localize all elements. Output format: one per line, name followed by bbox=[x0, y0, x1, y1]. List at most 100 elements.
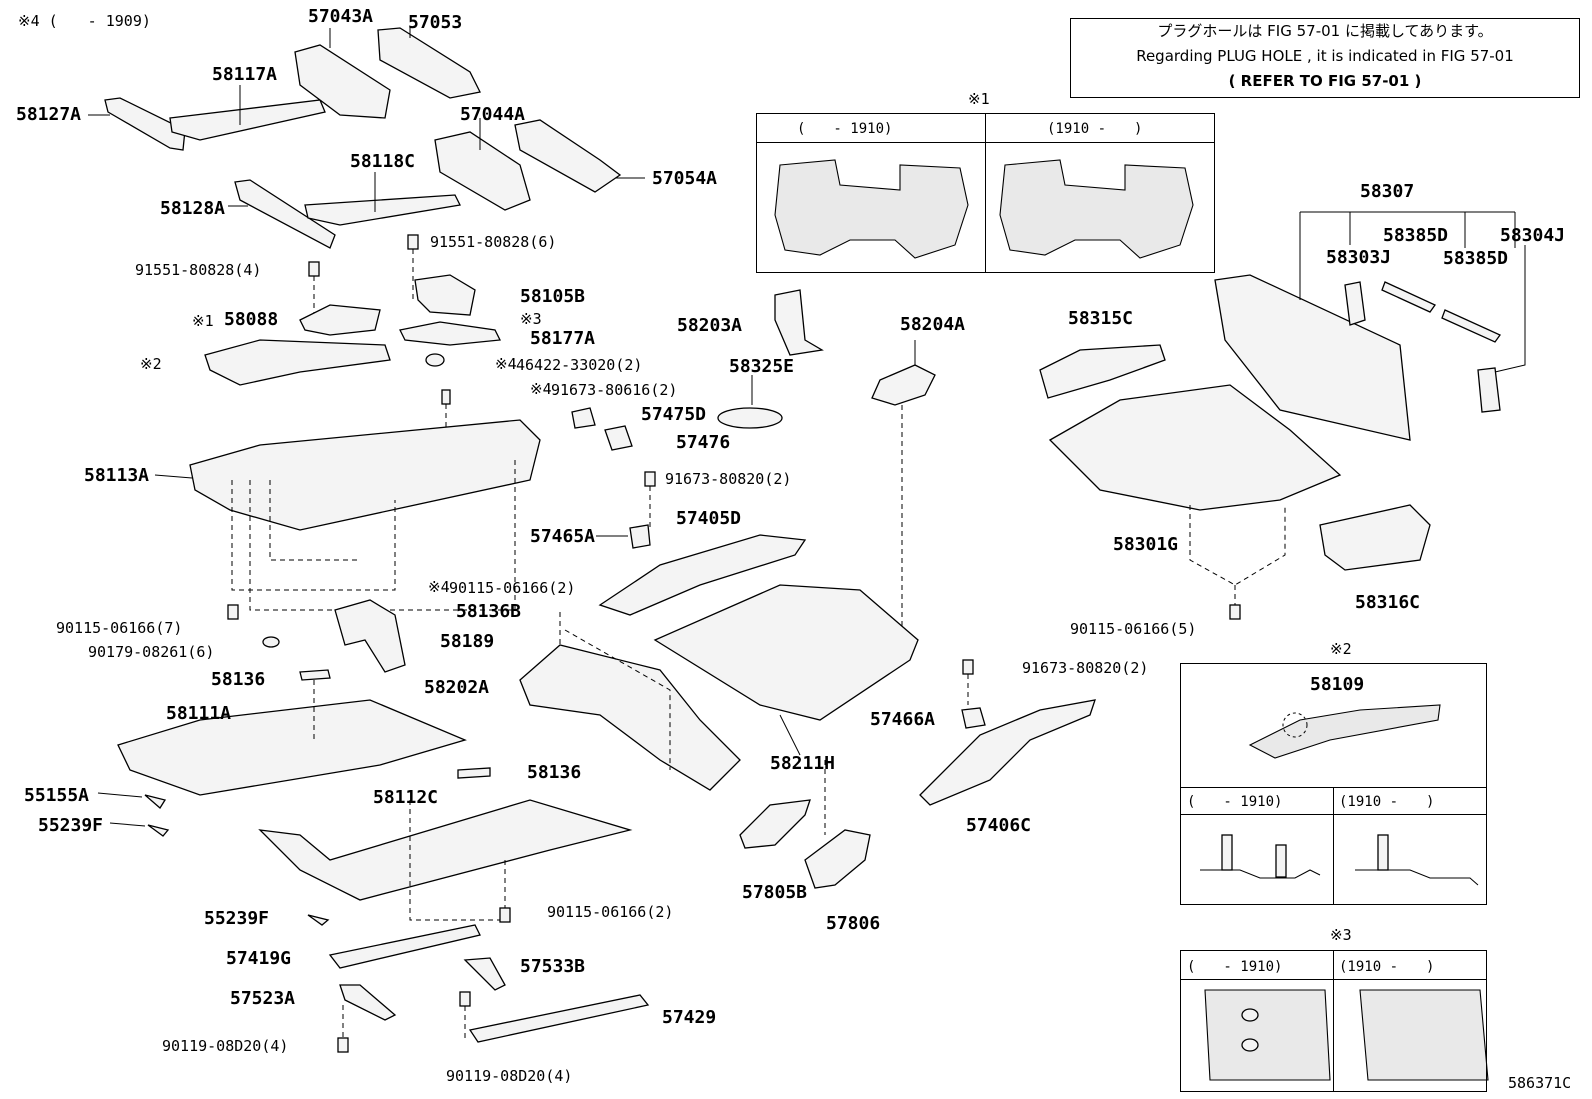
part-label-58117A[interactable]: 58117A bbox=[212, 64, 278, 85]
note-line-2: Regarding PLUG HOLE , it is indicated in… bbox=[1136, 47, 1514, 65]
part-label-57044A[interactable]: 57044A bbox=[460, 104, 526, 125]
part-label-90115-06166-5[interactable]: 90115-06166(5) bbox=[1070, 620, 1197, 638]
bolt-91673-b bbox=[962, 659, 974, 705]
inset1-left-head: ( - 1910) bbox=[797, 121, 893, 137]
part-label-58204A[interactable]: 58204A bbox=[900, 314, 966, 335]
part-label-58111A[interactable]: 58111A bbox=[166, 703, 232, 724]
part-label-58325E[interactable]: 58325E bbox=[729, 356, 795, 377]
part-57475D-drawing bbox=[571, 407, 596, 429]
part-label-58385D-a[interactable]: 58385D bbox=[1383, 225, 1449, 246]
part-label-57475D[interactable]: 57475D bbox=[641, 404, 707, 425]
part-57406C-drawing bbox=[919, 699, 1096, 806]
inset2-left-head: ( - 1910) bbox=[1187, 794, 1283, 810]
part-label-55239F-b[interactable]: 55239F bbox=[204, 908, 270, 929]
part-label-91673-80820-b[interactable]: 91673-80820(2) bbox=[1022, 659, 1149, 677]
part-58189-drawing bbox=[334, 599, 406, 673]
part-label-58307[interactable]: 58307 bbox=[1360, 181, 1415, 202]
part-label-58113A[interactable]: 58113A bbox=[84, 465, 150, 486]
part-label-58304J[interactable]: 58304J bbox=[1500, 225, 1566, 246]
part-label-58109[interactable]: 58109 bbox=[1310, 674, 1365, 695]
part-57054A-drawing bbox=[514, 119, 645, 193]
range-note: ※4 ( - 1909) bbox=[18, 12, 151, 30]
part-label-57043A[interactable]: 57043A bbox=[308, 6, 374, 27]
part-label-57523A[interactable]: 57523A bbox=[230, 988, 296, 1009]
mark-4-91673: ※4 bbox=[530, 380, 552, 398]
part-label-91673-80820-a[interactable]: 91673-80820(2) bbox=[665, 470, 792, 488]
part-57805B-drawing bbox=[739, 799, 811, 849]
part-label-58177A[interactable]: 58177A bbox=[530, 328, 596, 349]
part-label-58203A[interactable]: 58203A bbox=[677, 315, 743, 336]
part-label-91673-80616[interactable]: 91673-80616(2) bbox=[551, 381, 678, 399]
part-57043A-drawing bbox=[294, 28, 391, 119]
part-58301G-drawing bbox=[1048, 384, 1342, 620]
part-label-55155A[interactable]: 55155A bbox=[24, 785, 90, 806]
part-label-58316C[interactable]: 58316C bbox=[1355, 592, 1421, 613]
part-label-57476[interactable]: 57476 bbox=[676, 432, 731, 453]
part-57429-drawing bbox=[468, 994, 650, 1043]
mark-3: ※3 bbox=[520, 310, 542, 328]
part-58325E-drawing bbox=[717, 375, 783, 429]
part-label-46422-33020[interactable]: 46422-33020(2) bbox=[516, 356, 643, 374]
part-label-58303J[interactable]: 58303J bbox=[1326, 247, 1392, 268]
part-label-58202A[interactable]: 58202A bbox=[424, 677, 490, 698]
part-57044A-drawing bbox=[434, 118, 531, 211]
part-label-58136B[interactable]: 58136B bbox=[456, 601, 522, 622]
bolts-90115-7 bbox=[227, 604, 280, 648]
part-label-91551-80828-4[interactable]: 91551-80828(4) bbox=[135, 261, 262, 279]
part-label-58189[interactable]: 58189 bbox=[440, 631, 495, 652]
part-57466A-drawing bbox=[961, 707, 986, 729]
part-label-90115-06166-2a[interactable]: 90115-06166(2) bbox=[449, 579, 576, 597]
clip-55239F-b bbox=[307, 914, 330, 926]
part-label-58315C[interactable]: 58315C bbox=[1068, 308, 1134, 329]
part-label-58088[interactable]: 58088 bbox=[224, 309, 279, 330]
part-label-57054A[interactable]: 57054A bbox=[652, 168, 718, 189]
mark-4-90115: ※4 bbox=[428, 578, 450, 596]
part-label-90179-08261[interactable]: 90179-08261(6) bbox=[88, 643, 215, 661]
part-label-91551-80828-6[interactable]: 91551-80828(6) bbox=[430, 233, 557, 251]
part-label-58136-b[interactable]: 58136 bbox=[527, 762, 582, 783]
mark-4-46422: ※4 bbox=[495, 355, 517, 373]
part-label-57053[interactable]: 57053 bbox=[408, 12, 463, 33]
part-58117A-drawing bbox=[169, 85, 326, 141]
clip-55239F-a bbox=[109, 822, 170, 837]
part-label-90115-06166-2b[interactable]: 90115-06166(2) bbox=[547, 903, 674, 921]
part-label-57429[interactable]: 57429 bbox=[662, 1007, 717, 1028]
part-58385D-b-drawing bbox=[1441, 309, 1501, 343]
part-label-57465A[interactable]: 57465A bbox=[530, 526, 596, 547]
part-label-58128A[interactable]: 58128A bbox=[160, 198, 226, 219]
part-57419G-drawing bbox=[328, 924, 481, 969]
part-58177A-drawing bbox=[399, 321, 502, 346]
part-58211H-drawing bbox=[653, 584, 919, 756]
part-57533B-drawing bbox=[463, 957, 506, 991]
part-58202A-drawing bbox=[519, 612, 741, 791]
part-label-57805B[interactable]: 57805B bbox=[742, 882, 808, 903]
part-label-90119-08D20-a[interactable]: 90119-08D20(4) bbox=[162, 1037, 289, 1055]
part-58315C-drawing bbox=[1039, 344, 1166, 399]
part-label-58112C[interactable]: 58112C bbox=[373, 787, 439, 808]
part-58112C-drawing bbox=[258, 799, 633, 921]
part-label-58385D-b[interactable]: 58385D bbox=[1443, 248, 1509, 269]
part-label-57806[interactable]: 57806 bbox=[826, 913, 881, 934]
inset1-box: ( - 1910) (1910 - ) bbox=[756, 113, 1215, 273]
part-label-90119-08D20-b[interactable]: 90119-08D20(4) bbox=[446, 1067, 573, 1085]
part-label-58127A[interactable]: 58127A bbox=[16, 104, 82, 125]
part-58088-drawing bbox=[299, 304, 381, 336]
part-label-90115-06166-7[interactable]: 90115-06166(7) bbox=[56, 619, 183, 637]
part-58128A-drawing bbox=[228, 179, 336, 249]
part-label-55239F-a[interactable]: 55239F bbox=[38, 815, 104, 836]
part-label-57466A[interactable]: 57466A bbox=[870, 709, 936, 730]
part-label-58136-a[interactable]: 58136 bbox=[211, 669, 266, 690]
part-label-57533B[interactable]: 57533B bbox=[520, 956, 586, 977]
part-label-58211H[interactable]: 58211H bbox=[770, 753, 836, 774]
part-label-58118C[interactable]: 58118C bbox=[350, 151, 416, 172]
part-label-58105B[interactable]: 58105B bbox=[520, 286, 586, 307]
part-label-57405D[interactable]: 57405D bbox=[676, 508, 742, 529]
part-label-58301G[interactable]: 58301G bbox=[1113, 534, 1179, 555]
part-58204A-drawing bbox=[871, 340, 936, 640]
inset3-right-head: (1910 - ) bbox=[1339, 959, 1435, 975]
inset2-right-head: (1910 - ) bbox=[1339, 794, 1435, 810]
inset3-left-head: ( - 1910) bbox=[1187, 959, 1283, 975]
part-label-57419G[interactable]: 57419G bbox=[226, 948, 292, 969]
part-label-57406C[interactable]: 57406C bbox=[966, 815, 1032, 836]
